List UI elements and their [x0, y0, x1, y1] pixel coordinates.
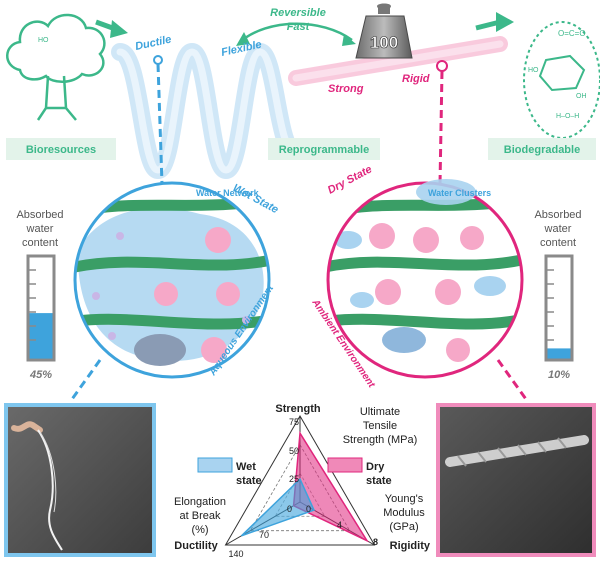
axis-strength-label: Strength [275, 403, 321, 415]
rigid-fiber [292, 40, 504, 82]
ductility-desc-3: (%) [191, 524, 208, 536]
tick-strength-25: 25 [289, 474, 299, 484]
tick-strength-50: 50 [289, 446, 299, 456]
ductile-label: Ductile [134, 34, 172, 53]
glucose-molecule-icon: O=C=O HO OH H–O–H [523, 21, 600, 139]
axis-ductility-label: Ductility [174, 540, 218, 552]
tick-rigidity-0: 0 [306, 504, 311, 514]
dry-connector [438, 70, 444, 185]
legend-wet-swatch [197, 457, 233, 473]
tick-strength-75: 75 [289, 417, 299, 427]
strength-desc-2: Tensile [363, 420, 397, 432]
weight-label: 100 [370, 33, 398, 52]
flexible-fiber [116, 48, 300, 174]
tree-icon [6, 13, 106, 121]
wet-anchor-dot [153, 55, 163, 65]
dry-gauge-tube [544, 254, 574, 362]
dry-photo-connector [496, 359, 530, 403]
radar-chart [224, 415, 376, 546]
bioresources-panel [6, 138, 116, 160]
svg-text:OH: OH [576, 93, 587, 100]
strength-desc-3: Strength (MPa) [343, 434, 418, 446]
tick-ductility-70: 70 [259, 530, 269, 540]
legend-dry-swatch [327, 457, 363, 473]
axis-rigidity-label: Rigidity [390, 540, 431, 552]
svg-text:H–O–H: H–O–H [556, 113, 579, 120]
dry-gauge-percent: 10% [548, 369, 570, 381]
radar-series-wet [240, 477, 316, 537]
reversible-arrowhead-right [342, 34, 356, 46]
legend-wet-label-1: Wet [236, 461, 256, 473]
fast-label: Fast [287, 21, 311, 33]
dry-gauge-title-3: content [540, 237, 576, 249]
wet-gauge-percent: 45% [29, 369, 52, 381]
reversible-arrow-icon [239, 22, 353, 43]
arrow-head-icon [110, 20, 128, 38]
svg-text:HO: HO [528, 67, 539, 74]
rigidity-desc-1: Young's [385, 493, 424, 505]
tick-rigidity-4: 4 [337, 520, 342, 530]
dry-gauge-fill [547, 348, 571, 359]
legend-wet-label-2: state [236, 475, 262, 487]
biodegradable-panel [488, 138, 596, 160]
radar-series-dry [292, 430, 369, 543]
reprogrammable-label: Reprogrammable [279, 144, 369, 156]
rigidity-desc-2: Modulus [383, 507, 425, 519]
reversible-arrowhead-left [236, 32, 250, 46]
rigidity-desc-3: (GPa) [389, 521, 418, 533]
ductility-desc-1: Elongation [174, 496, 226, 508]
wet-gauge-title-3: content [22, 237, 58, 249]
dry-gauge-ticks [546, 269, 554, 341]
tick-rigidity-8: 8 [373, 537, 378, 547]
reprogrammable-panel [268, 138, 380, 160]
strength-desc-1: Ultimate [360, 406, 400, 418]
wet-fiber-photo [4, 403, 156, 557]
arrow-head-icon-2 [496, 12, 514, 32]
radar-grid-outer [224, 415, 376, 546]
dry-state-label: Dry State [326, 163, 374, 196]
water-clusters-blob [416, 179, 476, 205]
dry-gauge-title-1: Absorbed [534, 209, 581, 221]
ductility-desc-2: at Break [180, 510, 221, 522]
dry-state-zoom [328, 183, 522, 377]
tick-ductility-0: 0 [287, 504, 292, 514]
biodegradable-label: Biodegradable [504, 144, 580, 156]
dry-fiber-photo [436, 403, 596, 557]
wet-gauge-title-1: Absorbed [16, 209, 63, 221]
wet-circle-border [73, 181, 271, 379]
dry-anchor-dot [436, 60, 448, 72]
wet-gauge-fill [29, 313, 53, 359]
rigid-label: Rigid [402, 73, 430, 85]
wet-state-zoom [75, 183, 269, 377]
water-network-label-line1: Water Network [196, 188, 260, 198]
dry-gauge-title-2: water [544, 223, 572, 235]
wet-connector [156, 63, 164, 185]
bioresources-label: Bioresources [26, 144, 96, 156]
wet-gauge-title-2: water [26, 223, 54, 235]
legend-dry-label-1: Dry [366, 461, 385, 473]
legend-dry-label-2: state [366, 475, 392, 487]
svg-text:O=C=O: O=C=O [558, 29, 586, 38]
water-clusters-label: Water Clusters [428, 188, 491, 198]
tick-ductility-140: 140 [228, 549, 243, 559]
tree-glucose-hint: HO [38, 37, 49, 44]
reversible-label: Reversible [270, 7, 326, 19]
strong-label: Strong [328, 83, 364, 95]
wet-gauge-ticks [28, 269, 36, 341]
weight-icon [355, 3, 413, 59]
wet-photo-connector [68, 359, 102, 403]
